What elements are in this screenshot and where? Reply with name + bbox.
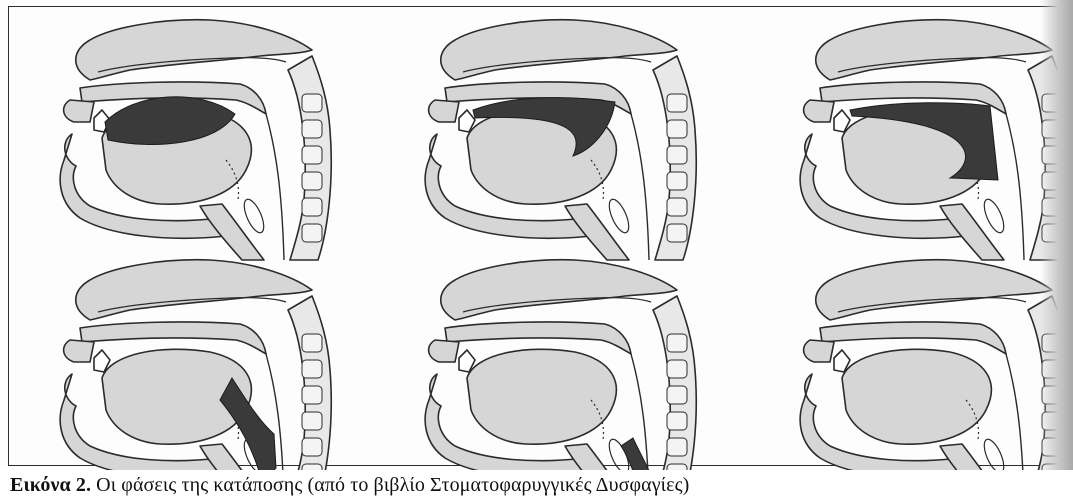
- cervical-spine: [288, 296, 331, 470]
- pharyngeal-wall: [1006, 354, 1024, 470]
- hyoid-bone: [240, 197, 267, 236]
- vertebra: [302, 146, 322, 164]
- phase-panel-4: [60, 260, 331, 470]
- tongue: [467, 349, 616, 444]
- cervical-spine: [653, 56, 696, 260]
- cervical-spine: [288, 56, 331, 260]
- page-binding-shadow: [1040, 0, 1073, 470]
- swallowing-phases-illustration: [0, 0, 1073, 470]
- hyoid-bone: [980, 437, 1007, 470]
- vertebra: [302, 94, 322, 112]
- skull-base: [441, 20, 677, 80]
- vertebra: [667, 94, 687, 112]
- vertebra: [302, 412, 322, 430]
- vertebra: [667, 146, 687, 164]
- scanned-figure: [0, 0, 1073, 470]
- vertebra: [302, 224, 322, 242]
- vertebra: [667, 386, 687, 404]
- pharyngeal-wall: [266, 114, 284, 260]
- caption-label: Εικόνα 2.: [10, 474, 91, 496]
- phase-panel-6: [800, 260, 1071, 470]
- caption-text: Οι φάσεις της κατάποσης (από το βιβλίο Σ…: [91, 474, 689, 496]
- pharyngeal-wall: [1006, 114, 1024, 260]
- skull-base: [76, 260, 312, 320]
- vertebra: [302, 172, 322, 190]
- upper-lip: [64, 340, 94, 362]
- cervical-spine: [653, 296, 696, 470]
- skull-base: [441, 260, 677, 320]
- skull-base: [76, 20, 312, 80]
- vertebra: [302, 464, 322, 470]
- vertebra: [667, 334, 687, 352]
- vertebra: [667, 438, 687, 456]
- hyoid-bone: [605, 197, 632, 236]
- upper-lip: [429, 100, 459, 122]
- vertebra: [302, 334, 322, 352]
- vertebra: [667, 464, 687, 470]
- vertebra: [302, 360, 322, 378]
- vertebra: [667, 120, 687, 138]
- pharyngeal-wall: [631, 114, 649, 260]
- phase-panel-5: [425, 260, 696, 470]
- hyoid-bone: [980, 197, 1007, 236]
- vertebra: [302, 386, 322, 404]
- upper-lip: [804, 340, 834, 362]
- phase-panel-2: [425, 20, 696, 260]
- vertebra: [302, 198, 322, 216]
- vertebra: [667, 224, 687, 242]
- food-bolus: [621, 438, 655, 470]
- figure-caption: Εικόνα 2. Οι φάσεις της κατάποσης (από τ…: [10, 474, 689, 497]
- skull-base: [816, 20, 1052, 80]
- skull-base: [816, 260, 1052, 320]
- vertebra: [302, 120, 322, 138]
- tongue: [842, 349, 991, 444]
- vertebra: [667, 172, 687, 190]
- vertebra: [302, 438, 322, 456]
- upper-lip: [429, 340, 459, 362]
- upper-lip: [804, 100, 834, 122]
- vertebra: [667, 198, 687, 216]
- vertebra: [667, 412, 687, 430]
- phase-panel-3: [800, 20, 1071, 260]
- vertebra: [667, 360, 687, 378]
- phase-panel-1: [60, 20, 331, 260]
- upper-lip: [64, 100, 94, 122]
